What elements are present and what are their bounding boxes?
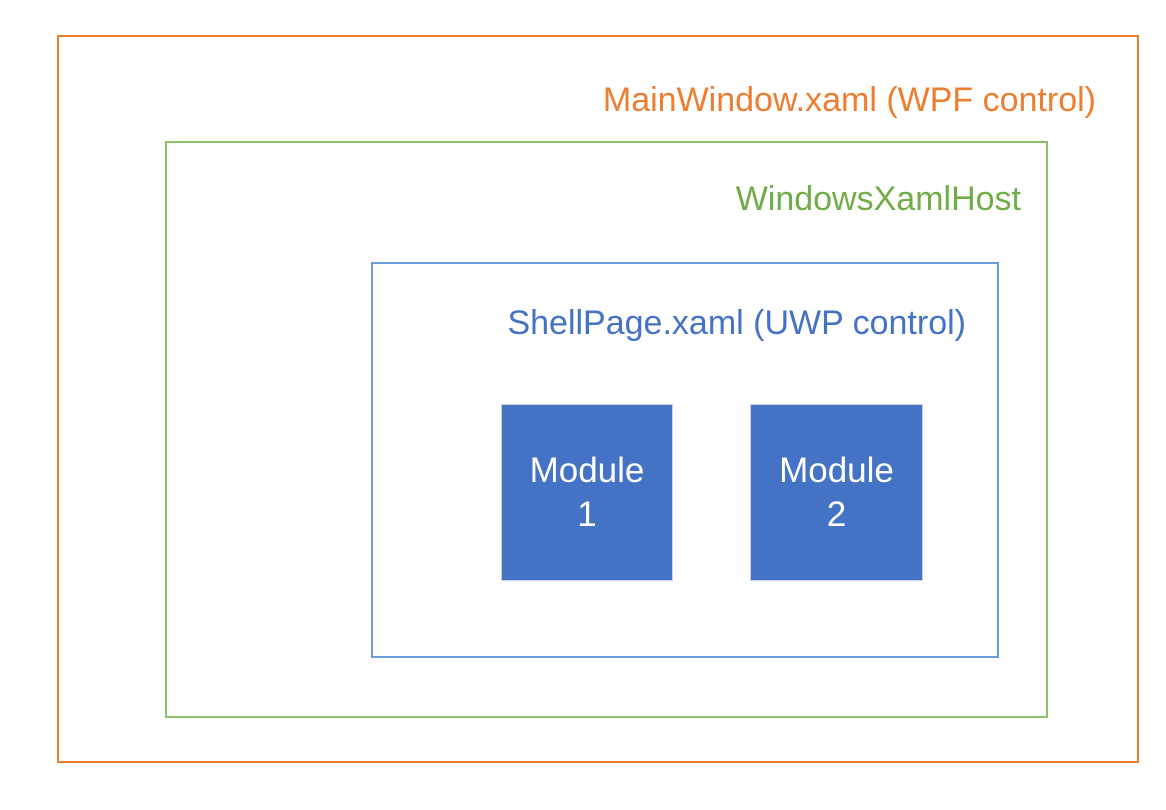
module-2-index: 2 (826, 494, 847, 534)
module-1-block: Module 1 (501, 404, 673, 581)
shellpage-container-box: ShellPage.xaml (UWP control) (371, 262, 999, 658)
windowsxamlhost-label: WindowsXamlHost (735, 180, 1021, 218)
module-2-name: Module (779, 450, 894, 490)
module-2-block: Module 2 (750, 404, 923, 581)
mainwindow-label: MainWindow.xaml (WPF control) (602, 81, 1096, 119)
mainwindow-container-box: MainWindow.xaml (WPF control) (57, 35, 1139, 763)
windowsxamlhost-container-box: WindowsXamlHost (165, 141, 1048, 718)
module-1-name: Module (529, 450, 645, 490)
shellpage-label: ShellPage.xaml (UWP control) (507, 304, 966, 342)
module-1-index: 1 (577, 494, 597, 534)
